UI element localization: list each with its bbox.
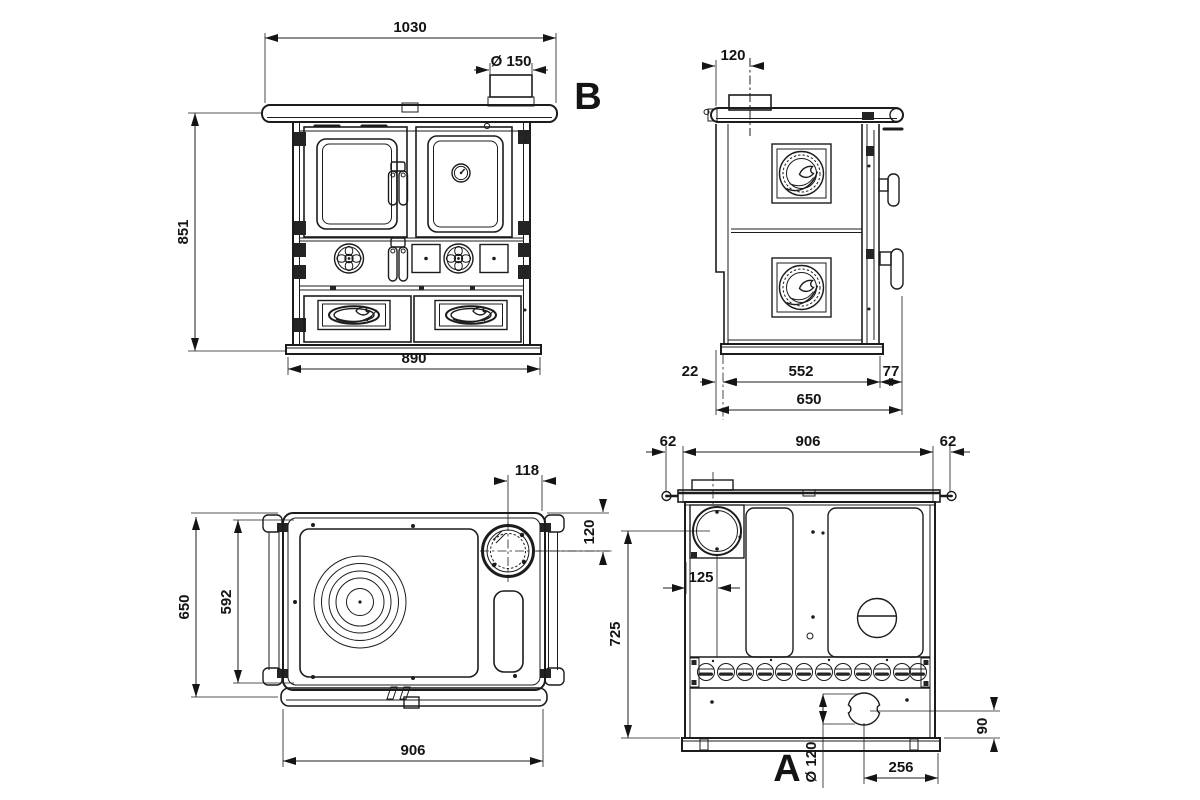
- dim-rear-flue-height: 725: [607, 621, 624, 646]
- side-body: [715, 124, 880, 345]
- side-dimensions-bottom: 22 552 77 650: [682, 296, 903, 420]
- vent-hole: [834, 663, 852, 681]
- air-control-knob-right: [443, 243, 474, 274]
- dim-rear-outlet-diameter: Ø 120: [803, 742, 820, 783]
- front-dimension-height: 851: [175, 112, 286, 352]
- side-door-handle-upper: [878, 173, 900, 207]
- rear-dimension-256: 256: [863, 723, 939, 784]
- vent-hole: [854, 663, 872, 681]
- control-plate-right: [479, 243, 509, 274]
- rear-dimension-90: 90: [870, 697, 1000, 752]
- front-base: [285, 344, 542, 355]
- oven-thermometer: [451, 163, 471, 183]
- front-lower-handles: [387, 237, 409, 282]
- rear-lower-panel: [710, 692, 909, 726]
- rear-body: [684, 501, 936, 739]
- vent-hole: [697, 663, 715, 681]
- vent-hole: [815, 663, 833, 681]
- top-dimension-118: 118: [494, 462, 556, 524]
- top-dimension-width: 906: [282, 709, 544, 767]
- top-dimension-depth-592: 592: [218, 519, 294, 684]
- dim-front-height: 851: [175, 219, 192, 244]
- vent-hole: [756, 663, 774, 681]
- vent-hole: [795, 663, 813, 681]
- dim-front-top-width: 1030: [393, 19, 426, 36]
- top-warming-slot: [493, 590, 524, 673]
- dim-top-plate-width: 906: [400, 742, 425, 759]
- front-top-plate: [261, 102, 558, 123]
- top-front-rail: [280, 686, 548, 709]
- dim-top-flue-from-side: 120: [581, 519, 598, 544]
- rear-dimensions-top: 62 906 62: [646, 433, 970, 503]
- air-control-knob-left: [333, 243, 365, 274]
- dim-rear-left-ext: 62: [660, 433, 677, 450]
- drawer-medallion-right: [434, 299, 508, 331]
- control-plate-left: [411, 243, 441, 274]
- dim-top-total-depth: 650: [176, 594, 193, 619]
- top-view: 650 592 118 120 906: [176, 462, 612, 767]
- vent-hole: [717, 663, 735, 681]
- dim-top-plate-depth: 592: [218, 589, 235, 614]
- dim-top-flue-to-front: 118: [515, 462, 539, 479]
- rear-base: [681, 737, 941, 752]
- side-door-handle-lower: [879, 248, 904, 290]
- dim-front-flue-diameter: Ø 150: [491, 53, 532, 70]
- front-view: 1030 Ø 150 B 851 890: [175, 19, 602, 375]
- top-side-rails: [262, 514, 565, 686]
- side-front-details: [862, 112, 904, 311]
- dim-side-body-depth: 552: [788, 363, 813, 380]
- smoke-outlet-knockout: [847, 692, 881, 726]
- dim-front-body-width: 890: [401, 350, 426, 367]
- vent-hole: [893, 663, 911, 681]
- rear-flue-collar: [691, 472, 734, 505]
- side-flue-stub: [728, 94, 772, 111]
- rear-view: 62 906 62: [607, 433, 1000, 790]
- dim-side-rear-offset: 22: [682, 363, 699, 380]
- dim-side-total-depth: 650: [796, 391, 821, 408]
- rear-dimension-125: 125: [663, 556, 740, 657]
- front-frieze-screw: [483, 122, 491, 130]
- dim-rear-outlet-offset: 256: [888, 759, 913, 776]
- front-oven-door: [415, 126, 513, 238]
- front-control-band: [299, 237, 524, 291]
- hotplate-rings: [313, 555, 407, 649]
- top-cooktop-plate: [282, 512, 546, 691]
- dim-side-front-offset: 77: [883, 363, 900, 380]
- rear-panels: [745, 507, 924, 658]
- side-view: 120: [682, 47, 904, 420]
- front-dimension-top-width: 1030: [264, 19, 557, 103]
- dim-side-flue-offset: 120: [720, 47, 745, 64]
- rear-dimension-outlet-diameter: Ø 120: [803, 693, 860, 788]
- front-flue-stub: [487, 74, 535, 107]
- rear-view-label: A: [773, 748, 800, 790]
- top-flue-outlet: [480, 522, 612, 582]
- side-emblem-lower: [771, 257, 832, 318]
- rear-dimension-725: 725: [607, 530, 710, 739]
- front-door-hinges: [294, 130, 530, 332]
- vent-hole: [909, 663, 927, 681]
- rear-flue-housing: [689, 504, 745, 559]
- vent-hole: [736, 663, 754, 681]
- vent-hole: [873, 663, 891, 681]
- front-firebox-door: [303, 126, 408, 238]
- dim-rear-outlet-height: 90: [974, 718, 991, 735]
- vent-hole: [775, 663, 793, 681]
- rear-fan-knockout: [856, 597, 898, 639]
- drawer-medallion-left: [317, 299, 391, 331]
- dim-rear-flue-offset: 125: [688, 569, 713, 586]
- rear-top-plate: [661, 489, 957, 503]
- front-dimension-flue-diameter: Ø 150: [474, 53, 548, 74]
- side-base: [720, 343, 884, 355]
- front-view-label: B: [574, 76, 601, 118]
- dim-rear-width: 906: [795, 433, 820, 450]
- rear-vent-row: [689, 656, 931, 689]
- side-emblem-upper: [771, 143, 832, 204]
- top-dimension-depth-650: 650: [176, 512, 278, 698]
- dim-rear-right-ext: 62: [940, 433, 957, 450]
- front-drawers: [303, 295, 522, 343]
